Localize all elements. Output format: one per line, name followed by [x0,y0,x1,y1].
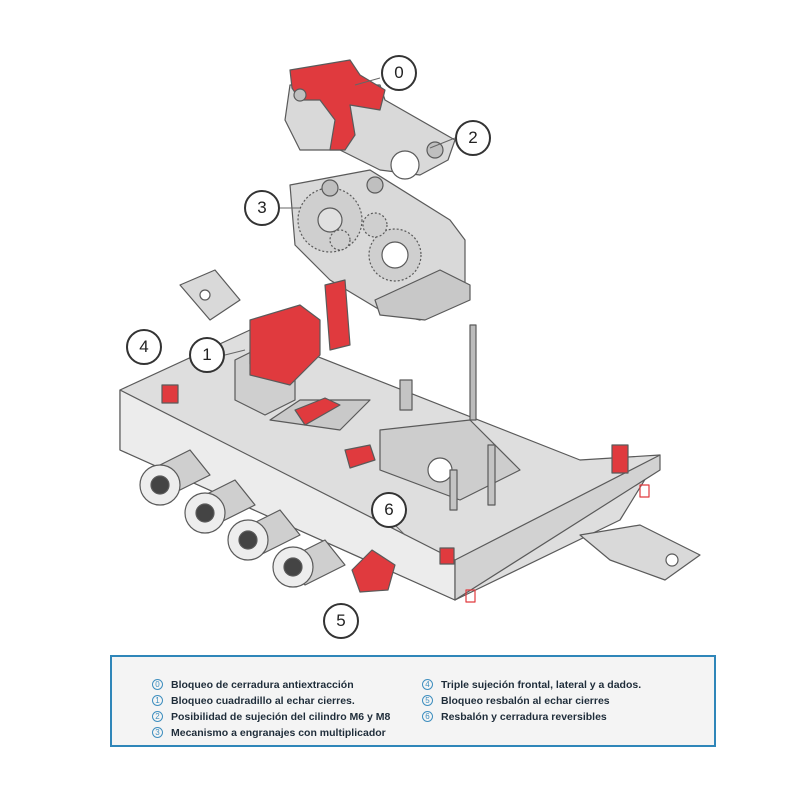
legend-number-icon: 0 [152,679,163,690]
legend-item: 1 Bloqueo cuadradillo al echar cierres. [152,693,390,708]
legend-item: 5 Bloqueo resbalón al echar cierres [422,693,641,708]
callout-2: 2 [455,120,491,156]
legend-item: 0 Bloqueo de cerradura antiextracción [152,677,390,692]
gear-mechanism [289,169,471,321]
red-stops [161,384,650,603]
legend-text: Bloqueo de cerradura antiextracción [171,678,354,691]
legend-column-left: 0 Bloqueo de cerradura antiextracción 1 Bl… [152,677,390,741]
latch-bolt [351,549,396,593]
callout-3: 3 [244,190,280,226]
legend-box: 0 Bloqueo de cerradura antiextracción 1 Bl… [110,655,716,747]
legend-number-icon: 1 [152,695,163,706]
legend-item: 4 Triple sujeción frontal, lateral y a da… [422,677,641,692]
legend-text: Bloqueo cuadradillo al echar cierres. [171,694,355,707]
callout-4: 4 [126,329,162,365]
legend-number-icon: 3 [152,727,163,738]
legend-text: Posibilidad de sujeción del cilindro M6 … [171,710,391,723]
legend-number-icon: 5 [422,695,433,706]
legend-number-icon: 4 [422,679,433,690]
legend-text: Mecanismo a engranajes con multiplicador [171,726,386,739]
callout-1: 1 [189,337,225,373]
legend-text: Resbalón y cerradura reversibles [441,710,607,723]
anti-extraction-plate [284,59,456,180]
legend-text: Triple sujeción frontal, lateral y a dad… [441,678,642,691]
square-follower-lock [234,279,351,416]
legend-item: 2 Posibilidad de sujeción del cilindro M6… [152,709,390,724]
lock-exploded-diagram [119,59,701,603]
legend-text: Bloqueo resbalón al echar cierres [441,694,610,707]
legend-item: 6 Resbalón y cerradura reversibles [422,709,641,724]
lock-case [119,269,701,601]
callout-0: 0 [381,55,417,91]
bolts [139,449,346,588]
callout-6: 6 [371,492,407,528]
legend-column-right: 4 Triple sujeción frontal, lateral y a da… [422,677,641,725]
legend-number-icon: 2 [152,711,163,722]
callout-5: 5 [323,603,359,639]
legend-number-icon: 6 [422,711,433,722]
legend-item: 3 Mecanismo a engranajes con multiplicado… [152,725,390,740]
